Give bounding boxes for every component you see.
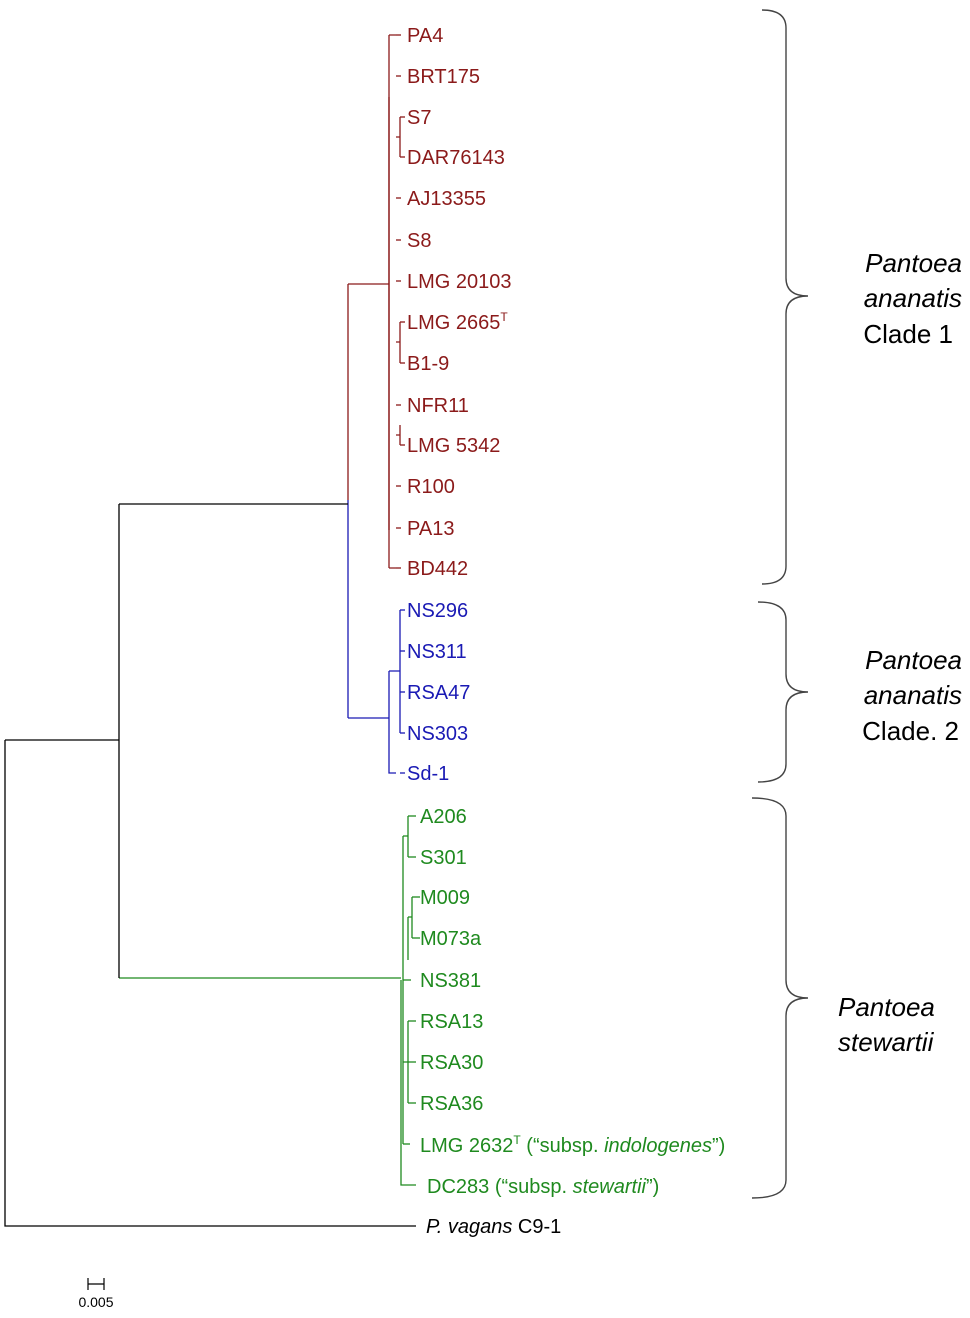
leaf-label-b1-9: B1-9	[407, 353, 449, 375]
clade-2-genus: Pantoea	[865, 645, 962, 675]
leaf-label-sd-1: Sd-1	[407, 763, 449, 785]
clade-1-species: ananatis	[864, 283, 962, 313]
branch-dc283	[400, 980, 416, 1186]
leaf-label-p-vagans: P. vagans C9-1	[426, 1216, 561, 1238]
leaf-label-rsa36: RSA36	[420, 1093, 483, 1115]
leaf-label-dar76143: DAR76143	[407, 147, 505, 169]
leaf-label-m073a: M073a	[420, 928, 482, 950]
clade-1-genus: Pantoea	[865, 248, 962, 278]
leaf-label-ns303: NS303	[407, 723, 468, 745]
leaf-label-aj13355: AJ13355	[407, 188, 486, 210]
clade-2-species: ananatis	[864, 680, 962, 710]
clade-2-outer-node	[388, 671, 396, 774]
leaf-label-a206: A206	[420, 806, 467, 828]
leaf-label-pa13: PA13	[407, 518, 454, 540]
leaf-label-lmg-5342: LMG 5342	[407, 435, 500, 457]
node-lmg5342	[396, 425, 401, 445]
clade-2-name: Clade. 2	[862, 716, 959, 746]
outgroup-branch	[4, 740, 416, 1227]
scale-bar-label: 0.005	[78, 1294, 113, 1310]
leaf-label-s7: S7	[407, 107, 431, 129]
node-s7-dar76143	[396, 117, 401, 157]
leaf-label-pa4: PA4	[407, 25, 443, 47]
stewartii-species: stewartii	[838, 1027, 935, 1057]
leaf-label-brt175: BRT175	[407, 66, 480, 88]
clade-1-name: Clade 1	[863, 319, 953, 349]
leaf-label-rsa30: RSA30	[420, 1052, 483, 1074]
node-lmg2665-b19	[396, 322, 401, 363]
clade-brackets	[751, 9, 809, 1199]
node-a206-s301	[403, 816, 409, 857]
stewartii-genus: Pantoea	[838, 992, 935, 1022]
leaf-labels: LMG 2632T (“subsp. indologenes”) DC283 (…	[407, 25, 725, 1238]
clade-1-spine	[388, 34, 396, 569]
leaf-label-rsa13: RSA13	[420, 1011, 483, 1033]
leaf-label-bd442: BD442	[407, 558, 468, 580]
clade-labels: Pantoea ananatis Clade 1 Pantoea ananati…	[838, 248, 962, 1057]
bracket-clade-1	[761, 9, 809, 585]
bracket-clade-2	[757, 601, 809, 783]
scale-bar: 0.005	[78, 1278, 114, 1310]
leaf-label-nfr11: NFR11	[407, 395, 469, 417]
leaf-label-ns381: NS381	[420, 970, 481, 992]
leaf-label-m009: M009	[420, 887, 470, 909]
leaf-label-ns311: NS311	[407, 641, 467, 663]
bracket-stewartii	[751, 797, 809, 1199]
leaf-label-rsa47: RSA47	[407, 682, 470, 704]
leaf-label-lmg-20103: LMG 20103	[407, 271, 512, 293]
leaf-label-ns296: NS296	[407, 600, 468, 622]
leaf-label-dc283: DC283 (“subsp. stewartii”)	[427, 1176, 659, 1198]
tree-branches	[4, 34, 420, 1227]
leaf-label-lmg-2665: LMG 2665T	[407, 310, 508, 334]
clade-2-inner-node	[389, 610, 401, 733]
node-rsa-group	[403, 1021, 409, 1103]
node-m009-m073a	[408, 897, 413, 938]
leaf-label-r100: R100	[407, 476, 455, 498]
leaf-label-s301: S301	[420, 847, 467, 869]
leaf-label-s8: S8	[407, 230, 431, 252]
leaf-label-lmg-2632: LMG 2632T (“subsp. indologenes”)	[420, 1133, 725, 1157]
